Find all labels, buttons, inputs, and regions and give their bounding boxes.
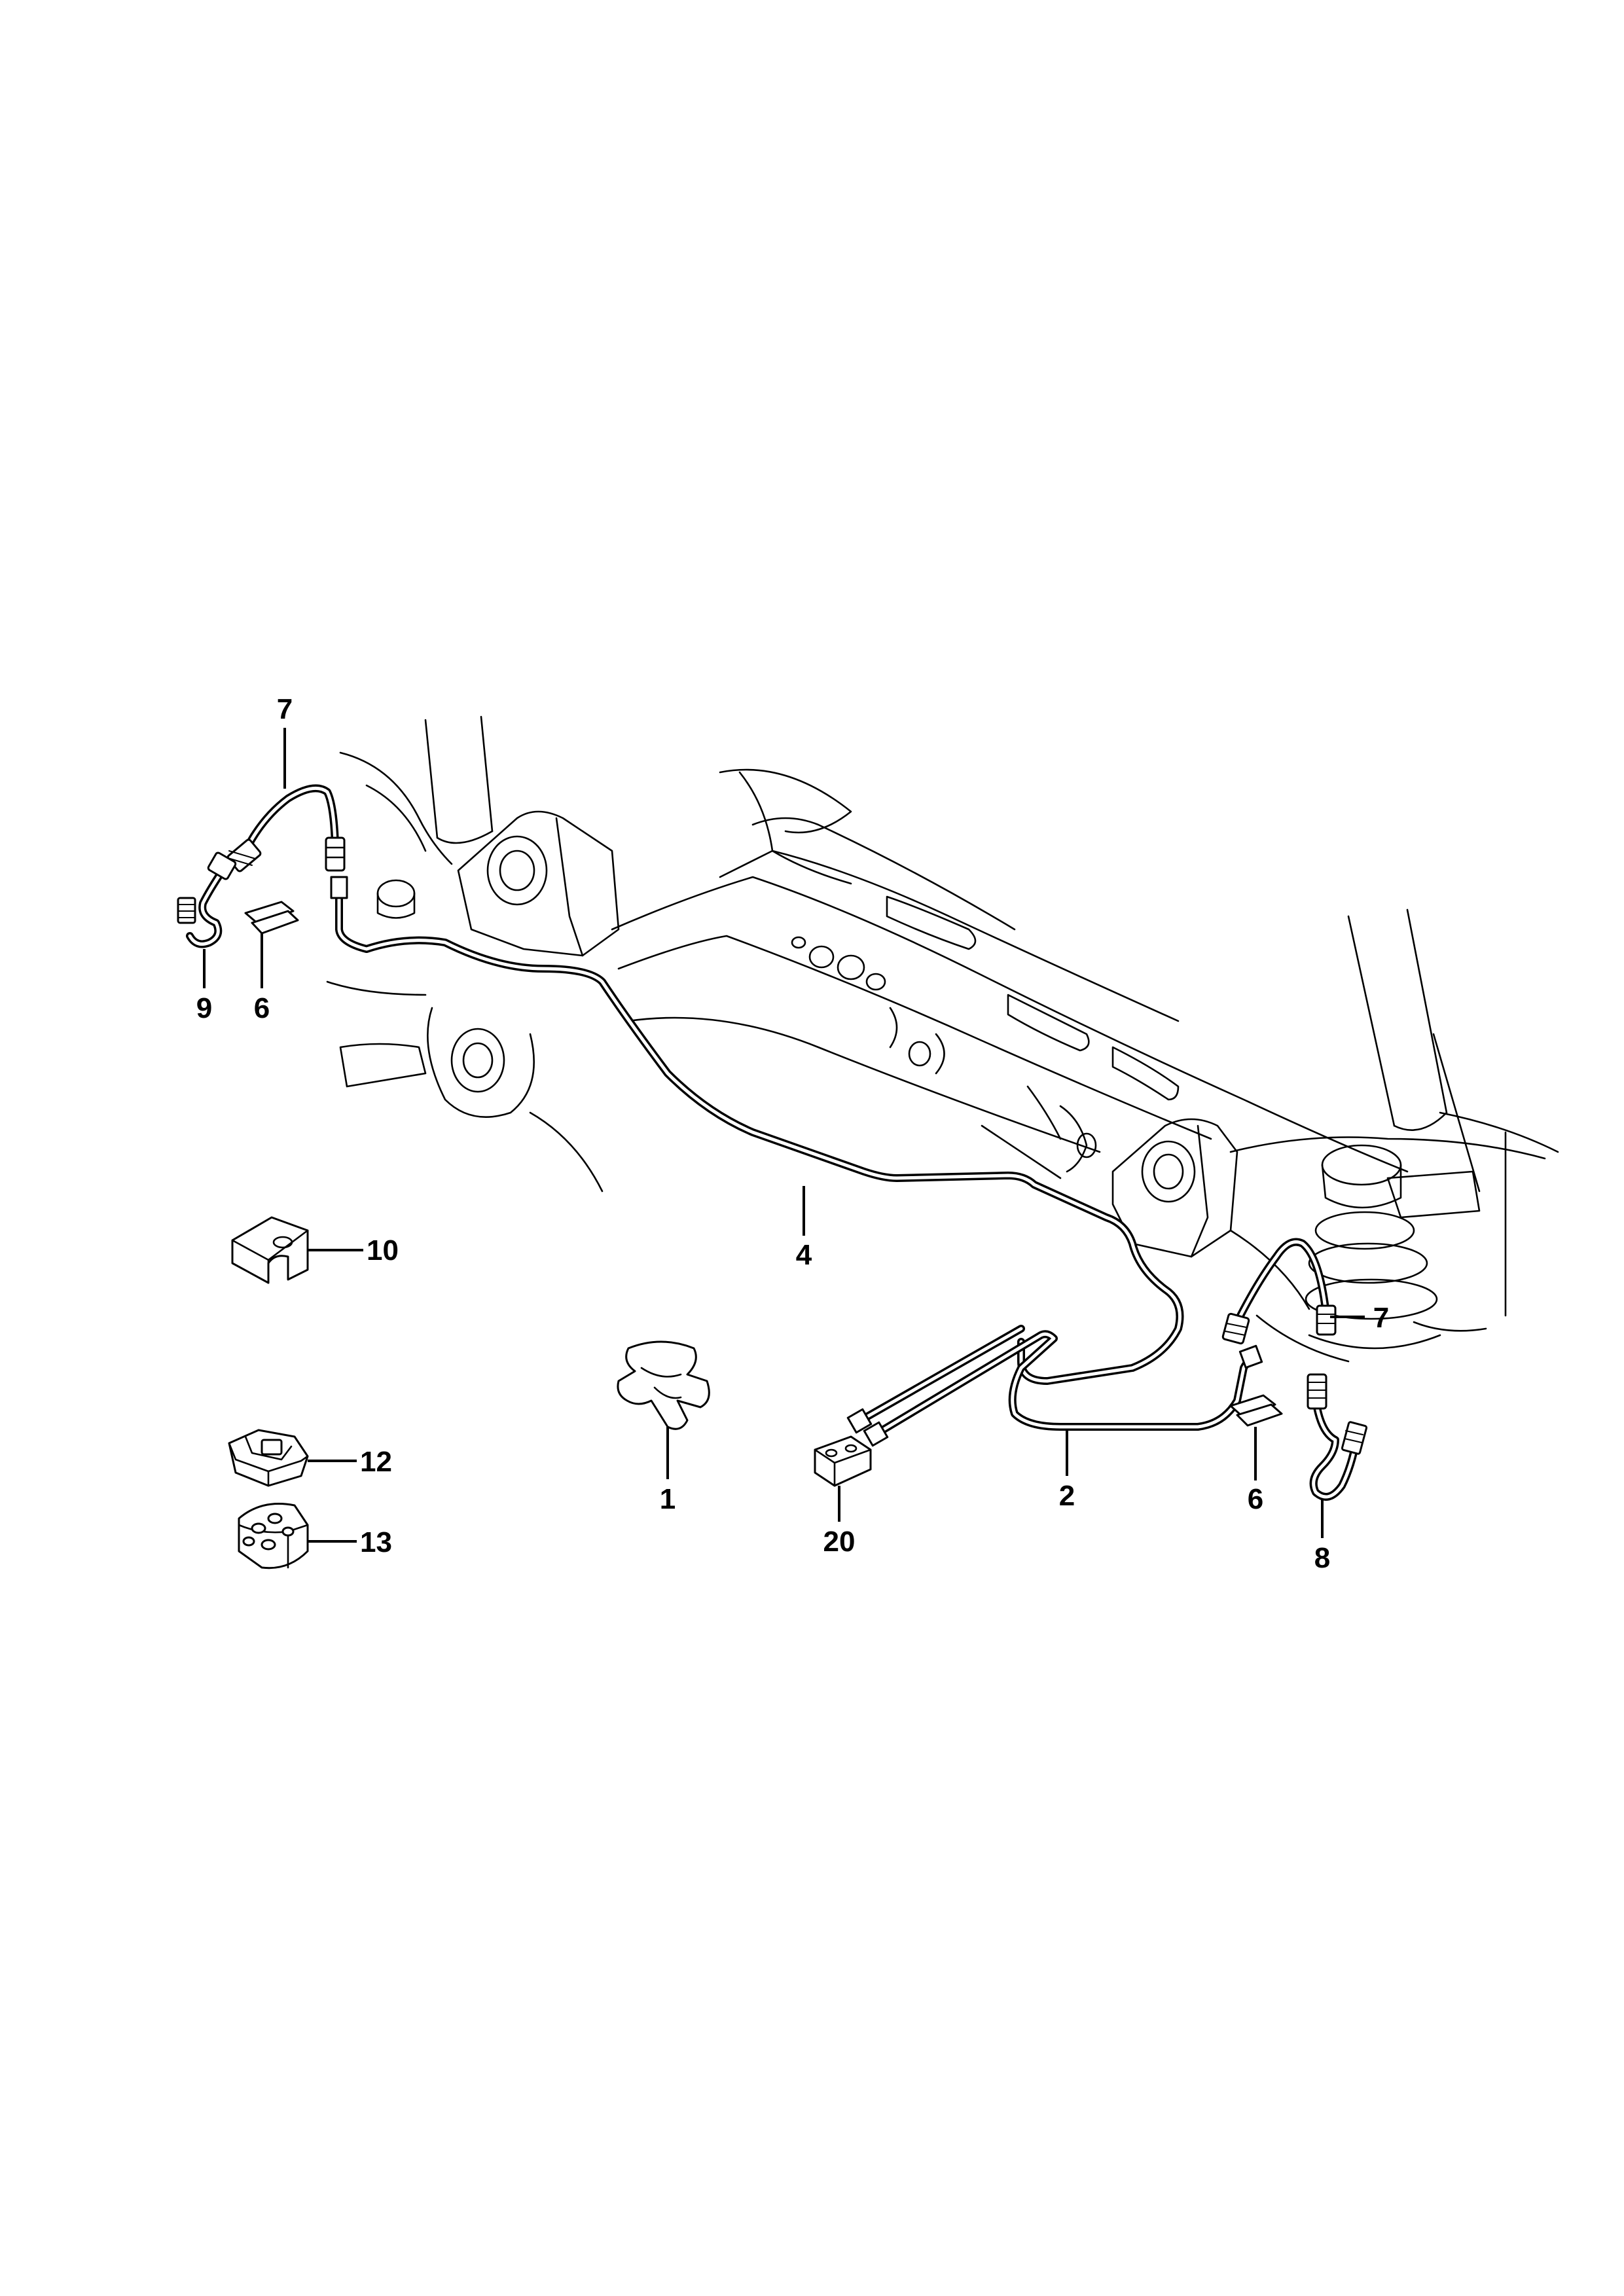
brake-hose-8: [1307, 1373, 1368, 1501]
brake-hose-left: [225, 784, 346, 872]
brake-hose-9: [177, 852, 237, 948]
junction-block-20: [814, 1435, 872, 1487]
callout-20: 20: [823, 1526, 856, 1558]
retaining-clip-left: [244, 901, 299, 935]
callout-4: 4: [796, 1239, 812, 1271]
pipe-nut: [846, 1344, 1263, 1447]
callouts: 7 9 6 10 4 1 12 13 7 2 20 6 8: [196, 693, 1389, 1574]
callout-2: 2: [1059, 1480, 1075, 1512]
brake-pipe-2: [846, 1325, 1263, 1447]
callout-1: 1: [660, 1483, 676, 1515]
callout-7-left: 7: [277, 693, 293, 725]
bracket-10: [231, 1216, 309, 1284]
callout-12: 12: [360, 1446, 392, 1478]
leader-lines: [203, 728, 1365, 1543]
callout-8: 8: [1314, 1542, 1330, 1574]
callout-6-right: 6: [1248, 1483, 1263, 1515]
brake-pipe-4: [330, 876, 1184, 1385]
callout-13: 13: [360, 1526, 392, 1558]
callout-6-left: 6: [254, 992, 270, 1024]
grommet-1: [617, 1340, 710, 1430]
brake-hose-right: [1221, 1238, 1337, 1345]
rear-axle-assembly: [326, 715, 1559, 1363]
callout-7-right: 7: [1373, 1302, 1389, 1334]
callout-9: 9: [196, 992, 212, 1024]
pipe-holder-13: [238, 1503, 309, 1570]
clip-12: [228, 1429, 309, 1487]
callout-10: 10: [367, 1234, 399, 1266]
retaining-clip-right: [1229, 1394, 1283, 1427]
